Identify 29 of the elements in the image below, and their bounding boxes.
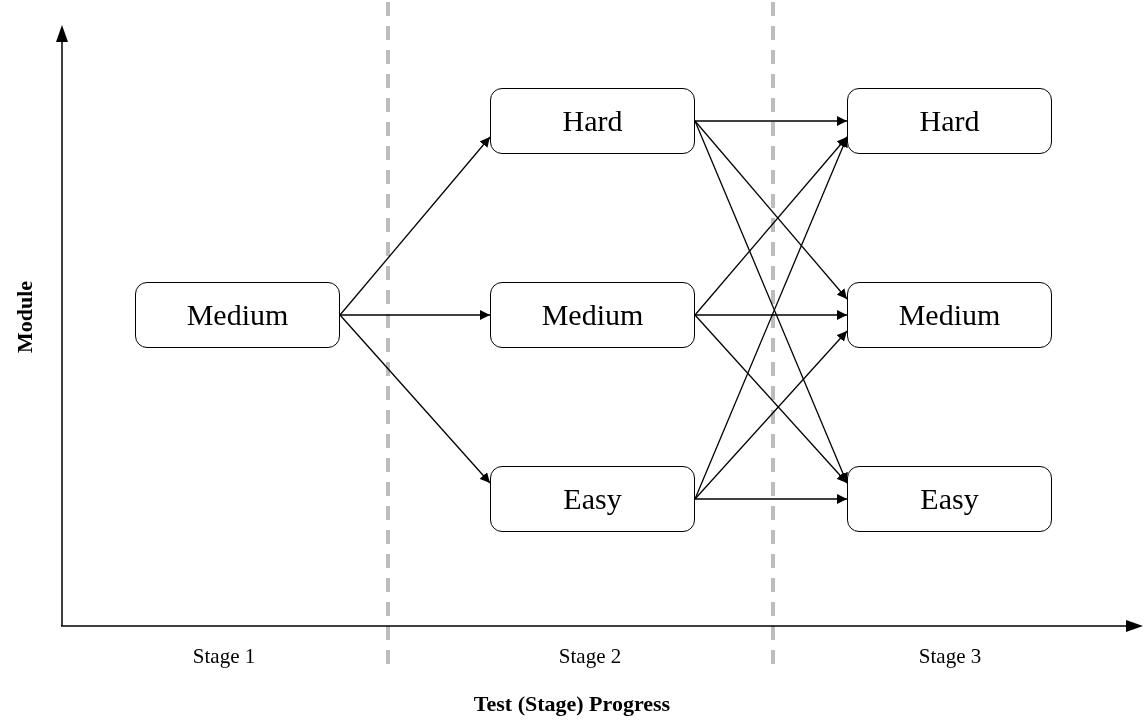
module-label: Medium [898,298,1001,332]
arrow [694,120,848,300]
axis-title: Test (Stage) Progress [473,691,671,717]
arrow [339,310,491,320]
module-box [490,282,695,348]
module-box [847,466,1052,532]
module-box [847,88,1052,154]
arrow [694,310,848,320]
arrow [694,314,848,484]
arrow [694,136,848,316]
axis-title: Module [12,280,38,354]
arrow [339,314,491,484]
arrow [694,330,848,500]
arrow [694,116,848,126]
module-label: Medium [541,298,644,332]
module-label: Hard [919,104,980,138]
stage-label: Stage 2 [558,643,622,669]
module-label: Hard [562,104,623,138]
module-label: Medium [186,298,289,332]
module-box [490,466,695,532]
stage-label: Stage 1 [192,643,256,669]
arrow [339,136,491,316]
module-box [847,282,1052,348]
stage-label: Stage 3 [918,643,982,669]
module-label: Easy [563,482,622,516]
module-label: Easy [920,482,979,516]
arrow [694,494,848,504]
module-box [490,88,695,154]
module-box [135,282,340,348]
